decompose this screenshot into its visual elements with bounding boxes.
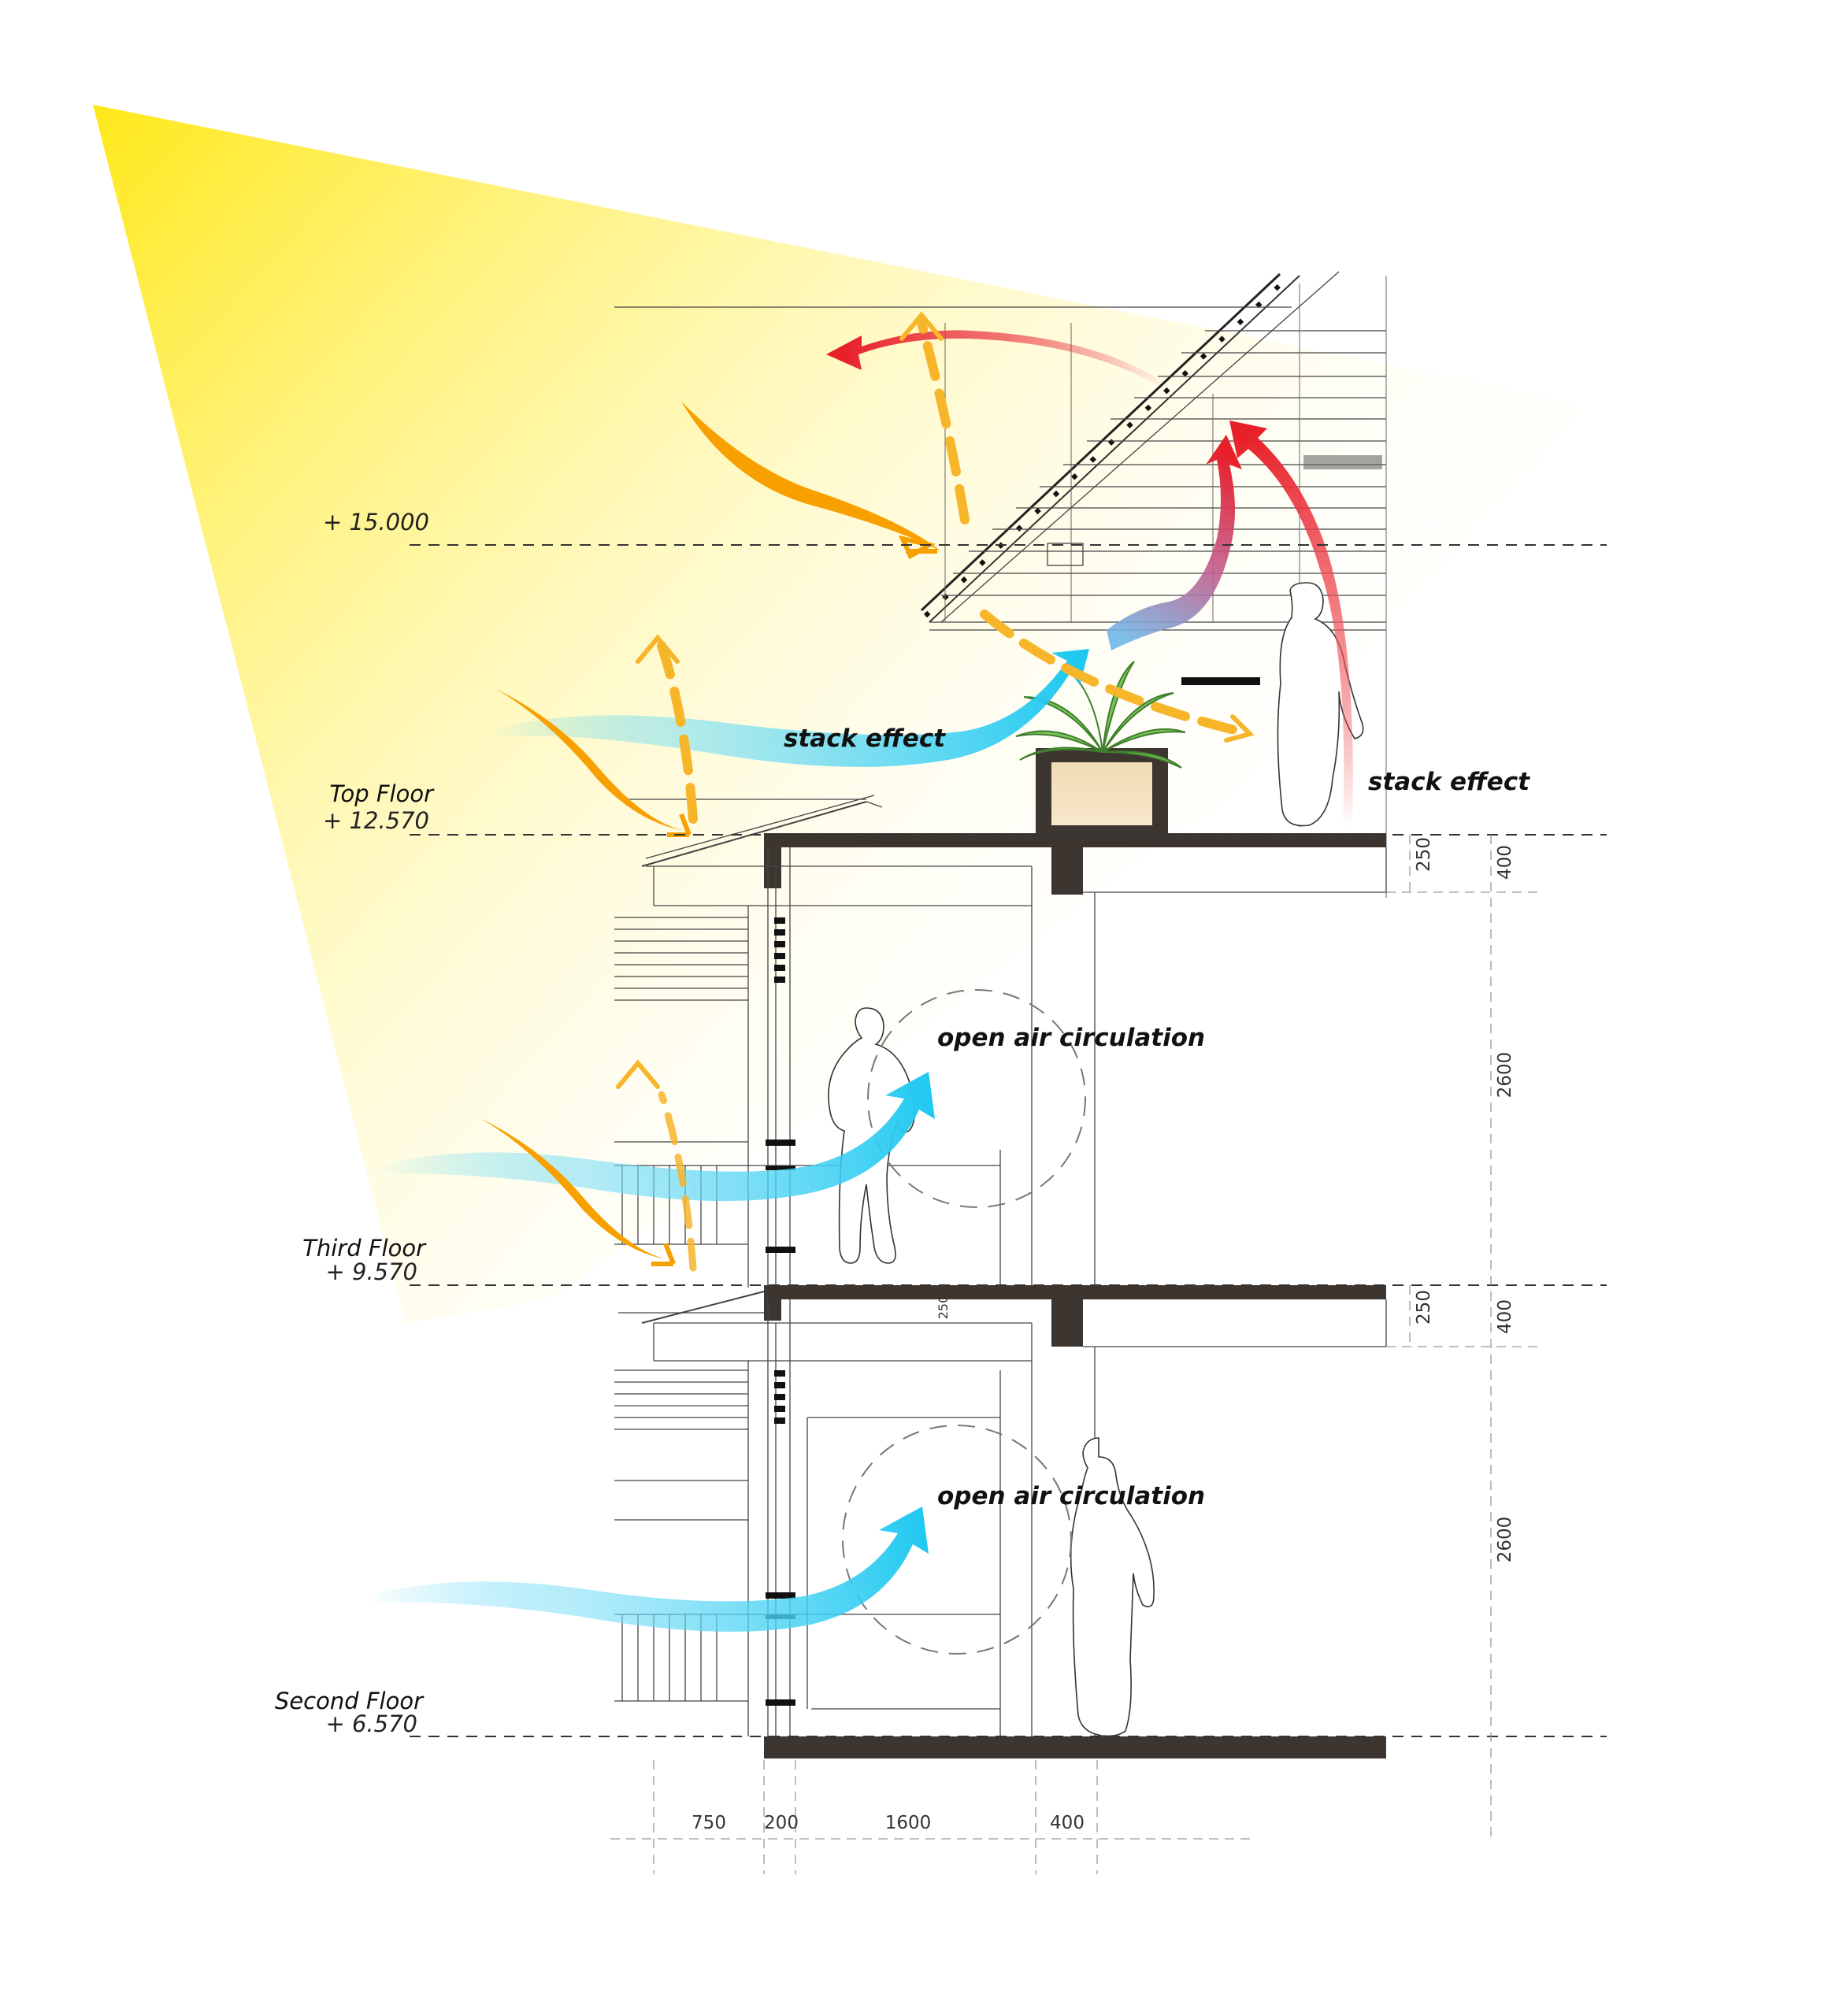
circulation-circle-upper [867, 989, 1086, 1208]
sun-ray-roof [681, 402, 941, 551]
level-second-floor-elevation: + 6.570 [325, 1710, 417, 1737]
person-top-floor [1277, 582, 1364, 827]
plant [1015, 661, 1186, 769]
level-roof-elevation: + 15.000 [323, 509, 429, 536]
dim-slab-250: 250 [936, 1295, 951, 1320]
cool-air-flows [370, 435, 1242, 1632]
second-floor-slab [764, 1736, 1386, 1758]
person-second-floor [1070, 1437, 1155, 1737]
level-lines [410, 544, 1607, 1737]
warm-air-flows [826, 330, 1353, 827]
sun-rays [480, 402, 941, 1266]
dim-horizontal-750: 750 [692, 1813, 726, 1833]
dim-mid-250: 250 [1414, 1290, 1434, 1325]
people [828, 582, 1364, 1737]
annotation-open-air-upper: open air circulation [937, 1024, 1205, 1052]
dim-horizontal-1600: 1600 [885, 1813, 932, 1833]
annotation-stack-effect-left: stack effect [784, 724, 946, 753]
dim-mid-2600: 2600 [1495, 1517, 1515, 1563]
dim-top-250: 250 [1414, 837, 1434, 872]
annotation-open-air-lower: open air circulation [937, 1482, 1205, 1510]
level-top-floor-name: Top Floor [329, 780, 435, 807]
circulation-circle-lower [842, 1425, 1072, 1655]
cool-air-top [496, 649, 1089, 767]
level-top-floor-elevation: + 12.570 [323, 807, 429, 834]
warm-air-top [826, 330, 1169, 390]
annotation-stack-effect-right: stack effect [1368, 768, 1530, 796]
sun-ray-third-floor [480, 1118, 669, 1260]
dim-top-2600: 2600 [1495, 1052, 1515, 1099]
dim-top-400: 400 [1495, 845, 1515, 880]
reflected-light [616, 311, 1255, 1272]
dim-mid-400: 400 [1495, 1299, 1515, 1334]
level-third-floor-name: Third Floor [302, 1235, 427, 1262]
dim-horizontal-200: 200 [764, 1813, 799, 1833]
cool-air-second [370, 1506, 929, 1632]
cool-air-third [378, 1072, 935, 1202]
level-second-floor-name: Second Floor [275, 1688, 425, 1714]
dimension-lines [610, 835, 1544, 1874]
level-third-floor-elevation: + 9.570 [325, 1258, 417, 1285]
sunlight-wedge [93, 105, 1828, 1323]
cool-to-warm-flow [1107, 435, 1242, 650]
sun-ray-top-floor [496, 689, 685, 831]
dim-horizontal-400: 400 [1050, 1813, 1085, 1833]
